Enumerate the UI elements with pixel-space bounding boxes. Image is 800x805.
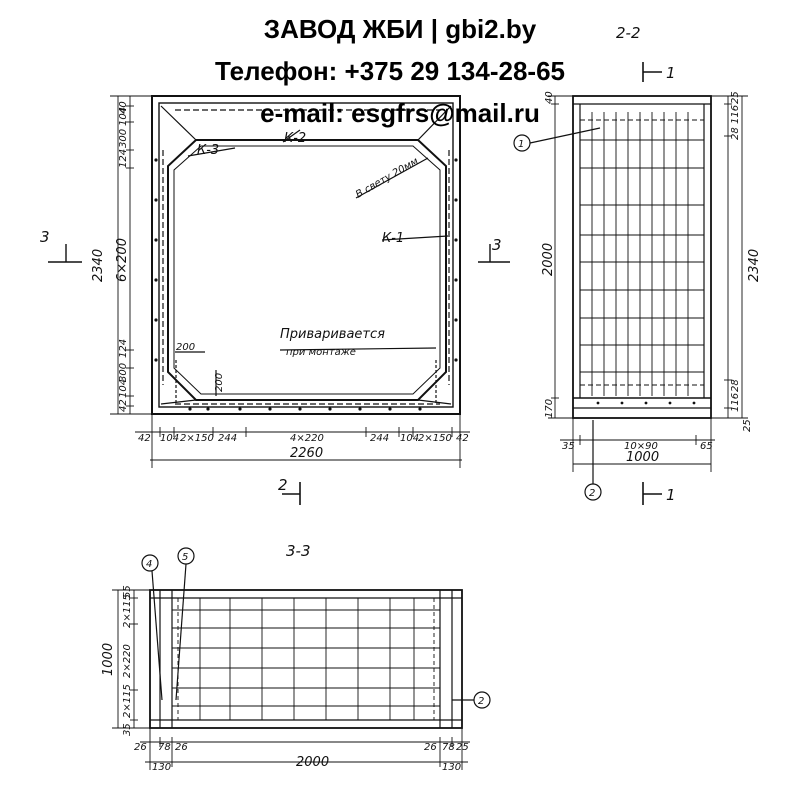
plan-left-bottom-3: 42 (118, 399, 129, 412)
s33-left-dim-2: 2×220 (122, 644, 133, 678)
s33-bottom-small-2: 26 (175, 742, 188, 753)
s33-bottom-small-3: 26 (424, 742, 437, 753)
plan-dimensions (48, 95, 510, 505)
s22-width-total: 1000 (626, 450, 659, 465)
note-weld-line2: при монтаже (286, 347, 356, 358)
callout-1: 1 (518, 139, 524, 150)
plan-left-top-3: 124 (118, 149, 129, 168)
s33-height-total: 1000 (101, 643, 116, 676)
label-k1: К-1 (382, 231, 404, 246)
s22-bottom-dim-2: 65 (700, 441, 713, 452)
s33-left-dim-3: 2×115 (122, 684, 133, 718)
plan-left-bottom-1: 300 (118, 363, 129, 382)
detail-200-a: 200 (176, 342, 195, 353)
s22-left-top: 40 (544, 91, 555, 104)
section-2-2-labels: 2-2 1 1 1 2 40 2000 170 25 116 28 2340 2… (518, 24, 762, 504)
plan-bottom-dim-5: 244 (370, 433, 389, 444)
detail-200-b: 200 (214, 373, 225, 392)
s22-right-top-0: 25 (730, 91, 741, 104)
s22-left-bottom: 170 (544, 399, 555, 418)
plan-bottom-dim-2: 2×150 (180, 433, 214, 444)
plan-height-total: 2340 (91, 249, 106, 282)
header-company: ЗАВОД ЖБИ | gbi2.by (263, 14, 537, 44)
plan-left-top-0: 40 (118, 101, 129, 114)
s22-right-top-1: 116 (730, 105, 741, 124)
label-k2: К-2 (284, 131, 306, 146)
plan-width-total: 2260 (290, 446, 323, 461)
header-phone: Телефон: +375 29 134-28-65 (214, 56, 566, 86)
s22-right-bottom-0: 28 (730, 379, 741, 392)
callout-2-section33: 2 (478, 696, 484, 707)
s22-bottom-dim-1: 10×90 (624, 441, 658, 452)
section-3-3-title: 3-3 (286, 542, 311, 560)
plan-left-bottom-0: 124 (118, 339, 129, 358)
section-3-3-view (141, 547, 491, 729)
s33-bottom-main-0: 130 (152, 762, 171, 773)
section-2-2-title: 2-2 (616, 24, 641, 42)
plan-bottom-dim-4: 4×220 (290, 433, 324, 444)
section-3-3-dimensions (112, 589, 470, 770)
callout-5: 5 (182, 552, 188, 563)
s33-bottom-main-2: 130 (442, 762, 461, 773)
header-email: e-mail: esgfrs@mail.ru (260, 98, 540, 128)
callout-4: 4 (146, 559, 152, 570)
s33-bottom-small-5: 25 (456, 742, 469, 753)
section-mark-3-left: 3 (40, 228, 50, 246)
cut-1-top: 1 (666, 64, 676, 82)
s22-right-top-2: 28 (730, 127, 741, 140)
section-3-3-labels: 3-3 4 5 2 55 2×115 2×220 2×115 35 1000 2… (101, 542, 484, 773)
s22-height-total: 2340 (747, 249, 762, 282)
cut-1-bottom: 1 (666, 486, 676, 504)
plan-labels: К-3 К-2 К-1 В свету 20мм Приваривается п… (40, 101, 502, 494)
plan-bottom-dim-8: 42 (456, 433, 469, 444)
s33-left-dim-0: 55 (122, 585, 133, 598)
s33-bottom-small-4: 78 (442, 742, 455, 753)
plan-left-top-2: 300 (118, 129, 129, 148)
plan-bottom-dim-6: 104 (400, 433, 419, 444)
section-2-2-view (513, 95, 712, 501)
plan-bottom-dim-0: 42 (138, 433, 151, 444)
s22-right-bottom-2: 25 (742, 419, 753, 432)
plan-bottom-dim-7: 2×150 (418, 433, 452, 444)
s22-height-mid: 2000 (541, 243, 556, 276)
s22-bottom-dim-0: 35 (562, 441, 575, 452)
s22-right-bottom-1: 116 (730, 393, 741, 412)
section-2-2-dimensions (548, 62, 748, 505)
note-weld-line1: Приваривается (280, 327, 385, 342)
s33-left-dim-4: 35 (122, 723, 133, 736)
s33-bottom-main-1: 2000 (296, 755, 329, 770)
label-k3: К-3 (197, 143, 219, 158)
plan-bottom-dim-3: 244 (218, 433, 237, 444)
section-mark-3-right: 3 (492, 236, 502, 254)
s33-left-dim-1: 2×115 (122, 594, 133, 628)
plan-left-bottom-2: 104 (118, 379, 129, 398)
plan-view (151, 95, 461, 415)
callout-2-section22: 2 (589, 488, 595, 499)
s33-bottom-small-0: 26 (134, 742, 147, 753)
plan-height-mid: 6×200 (115, 238, 130, 282)
s33-bottom-small-1: 78 (158, 742, 171, 753)
section-mark-2: 2 (278, 476, 288, 494)
note-clear: В свету 20мм (354, 156, 421, 201)
plan-bottom-dim-1: 104 (160, 433, 179, 444)
plan-left-top-1: 104 (118, 107, 129, 126)
